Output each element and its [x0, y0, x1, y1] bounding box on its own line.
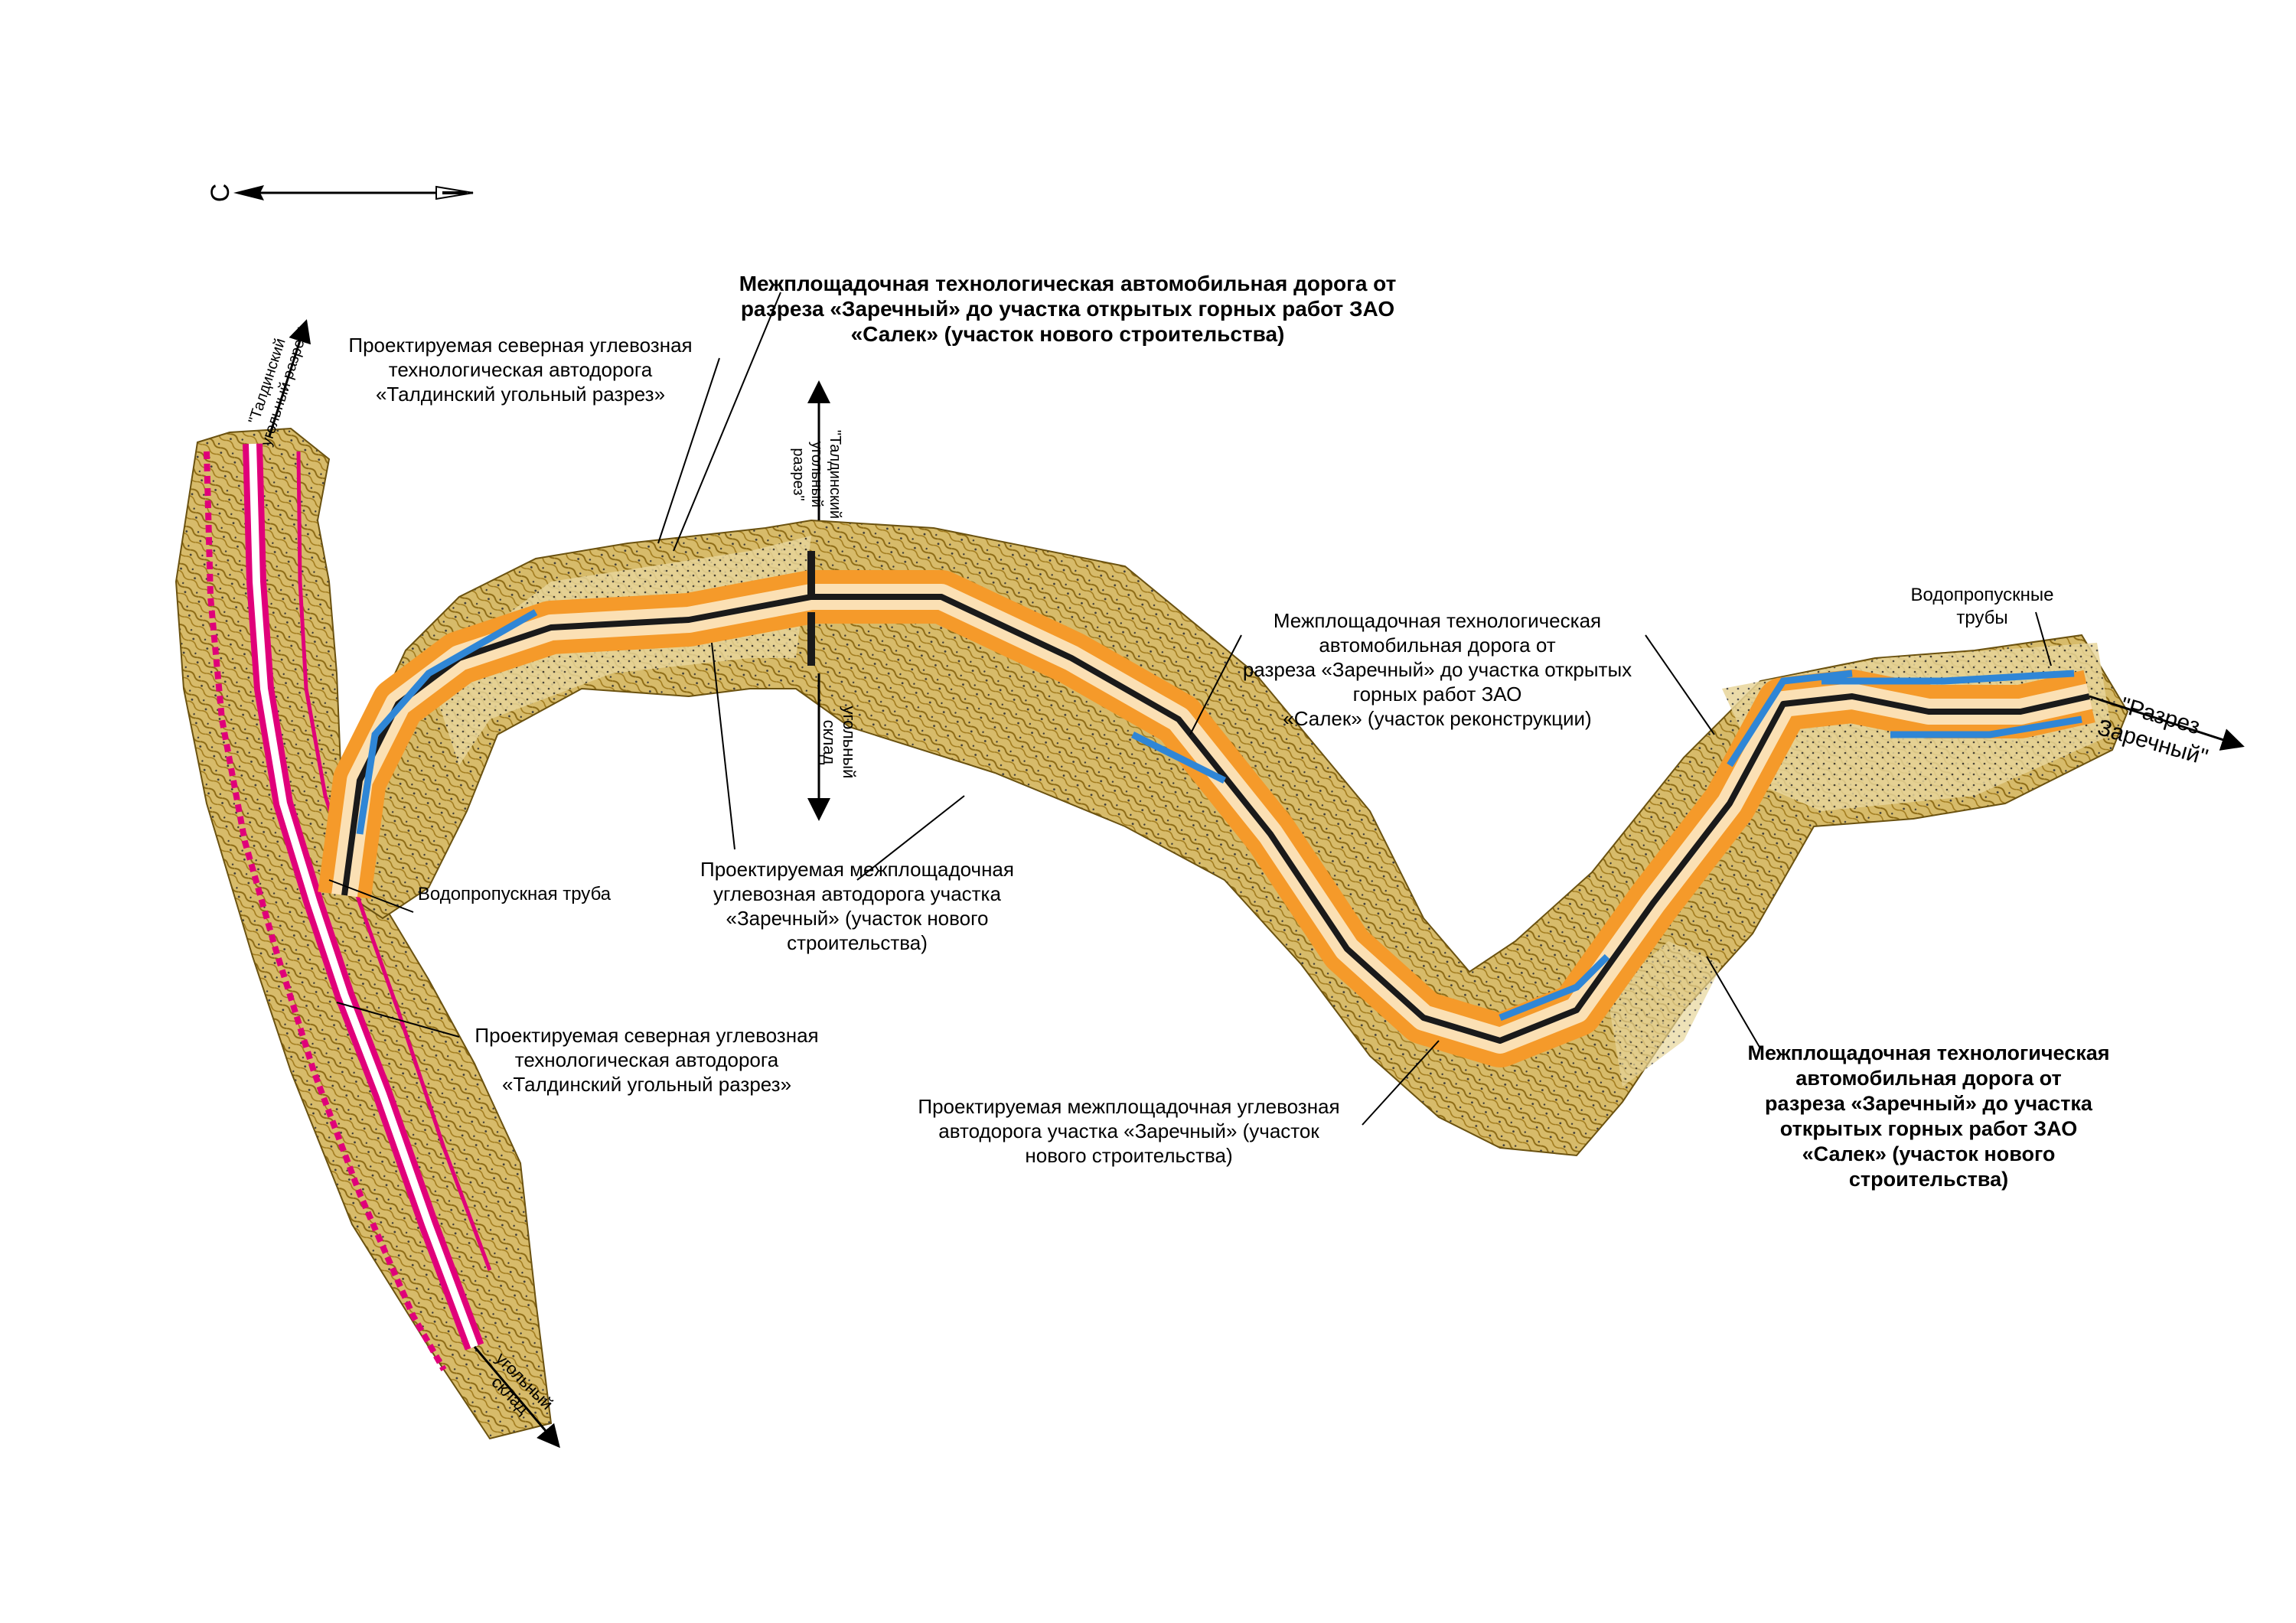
label-line: «Талдинский угольный разрез»: [376, 383, 665, 406]
direction-coal-yard-mid: угольный склад: [820, 706, 859, 779]
label-line: разреза «Заречный» до участка открытых: [1243, 658, 1632, 681]
main-road: [318, 551, 2095, 1067]
label-line: строительства): [787, 931, 928, 954]
direction-taldinsky-mid: "Талдинский угольный разрез": [790, 430, 843, 519]
north-arrow: С: [206, 184, 474, 203]
label-line: строительства): [1849, 1168, 2008, 1191]
direction-taldinsky-left: "Талдинский угольный разрез": [246, 326, 312, 448]
label-line: «Салек» (участок нового: [1802, 1142, 2056, 1165]
label-line: «Салек» (участок реконструкции): [1283, 707, 1591, 730]
north-letter: С: [206, 184, 235, 203]
label-line: углевозная автодорога участка: [713, 882, 1001, 905]
label-zarechny-road-mid: Проектируемая межплощадочная углевозная …: [700, 858, 1014, 954]
label-line: «Талдинский угольный разрез»: [502, 1073, 791, 1096]
label-line: «Салек» (участок нового строительства): [851, 322, 1285, 346]
direction-line: угольный: [840, 706, 859, 779]
label-line: разреза «Заречный» до участка: [1765, 1092, 2093, 1115]
direction-line: разрез": [790, 448, 807, 500]
direction-line: угольный: [808, 442, 825, 507]
label-line: автодорога участка «Заречный» (участок: [938, 1119, 1319, 1142]
direction-line: склад: [820, 720, 839, 765]
label-line: Межплощадочная технологическая автомобил…: [739, 272, 1397, 295]
label-line: Межплощадочная технологическая: [1747, 1041, 2109, 1064]
label-line: нового строительства): [1025, 1144, 1232, 1167]
label-reconstruction: Межплощадочная технологическая автомобил…: [1243, 609, 1632, 730]
label-line: автомобильная дорога от: [1319, 634, 1555, 657]
label-line: трубы: [1956, 608, 2007, 628]
label-line: «Заречный» (участок нового: [726, 907, 989, 930]
label-line: Водопропускная труба: [418, 884, 612, 904]
label-north-road-top: Проектируемая северная углевозная технол…: [348, 334, 692, 406]
direction-arrows: [268, 319, 2245, 1449]
label-line: открытых горных работ ЗАО: [1780, 1117, 2077, 1140]
label-new-construction-right: Межплощадочная технологическая автомобил…: [1747, 1041, 2109, 1191]
drainage-lines: [356, 609, 2082, 1022]
label-line: Межплощадочная технологическая: [1274, 609, 1601, 632]
label-line: Проектируемая северная углевозная: [348, 334, 692, 357]
leader-lines: [328, 292, 2052, 1126]
label-line: технологическая автодорога: [515, 1048, 779, 1071]
direction-line: "Талдинский: [827, 430, 843, 519]
label-line: Проектируемая межплощадочная углевозная: [918, 1095, 1339, 1118]
label-line: Проектируемая северная углевозная: [475, 1024, 818, 1047]
label-line: Водопропускные: [1911, 585, 2054, 605]
label-line: горных работ ЗАО: [1353, 683, 1522, 706]
label-line: технологическая автодорога: [389, 358, 653, 381]
label-new-construction-top: Межплощадочная технологическая автомобил…: [739, 272, 1397, 346]
label-line: Проектируемая межплощадочная: [700, 858, 1014, 881]
label-line: разреза «Заречный» до участка открытых г…: [741, 297, 1394, 321]
label-culvert: Водопропускная труба: [418, 884, 612, 904]
label-north-road-bottom: Проектируемая северная углевозная технол…: [475, 1024, 818, 1096]
label-culverts: Водопропускные трубы: [1911, 585, 2054, 628]
label-zarechny-road-bottom: Проектируемая межплощадочная углевозная …: [918, 1095, 1339, 1167]
label-line: автомобильная дорога от: [1795, 1067, 2061, 1090]
